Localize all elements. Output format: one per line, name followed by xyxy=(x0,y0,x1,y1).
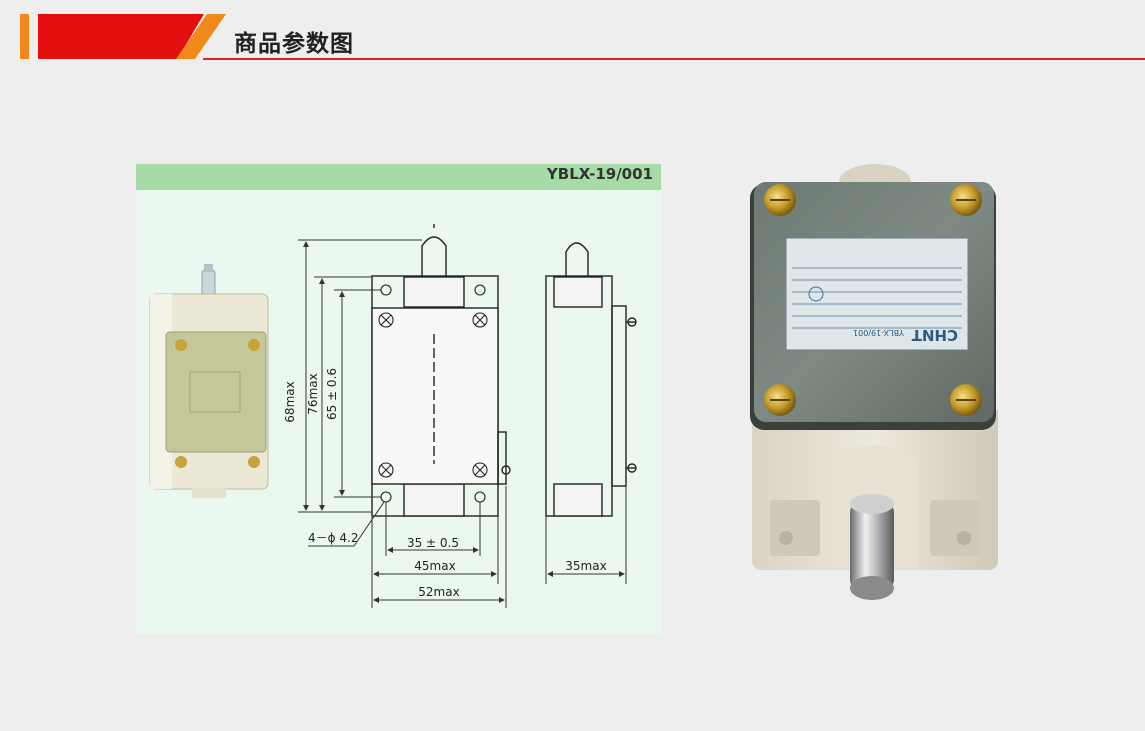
section-title: 商品参数图 xyxy=(234,31,354,57)
header-red-block xyxy=(38,14,204,59)
dim-body-height: 76max xyxy=(306,373,320,414)
dim-mounting-holes: 4－ϕ 4.2 xyxy=(308,531,358,545)
diagram-model-label: YBLX-19/001 xyxy=(546,165,653,183)
dim-overall-height: 68max xyxy=(283,381,297,422)
dimension-diagram: 68max 76max 65 ± 0.6 35 ± 0.5 45max 52ma… xyxy=(136,164,661,634)
nameplate-model: YBLX-19/001 xyxy=(853,328,905,337)
product-photo: CHNT YBLX-19/001 xyxy=(740,160,1010,610)
header-orange-bar xyxy=(20,14,29,59)
dim-depth: 35max xyxy=(565,559,606,573)
dim-inner-width: 45max xyxy=(414,559,455,573)
front-view xyxy=(371,224,511,517)
cover-screws xyxy=(764,184,982,416)
dim-vertical-hole-spacing: 65 ± 0.6 xyxy=(325,368,339,420)
nameplate-brand: CHNT xyxy=(911,326,958,344)
dimension-lines xyxy=(298,239,627,608)
side-view xyxy=(545,242,637,517)
header-divider xyxy=(203,58,1145,60)
dim-horizontal-hole-spacing: 35 ± 0.5 xyxy=(407,536,459,550)
metal-plunger xyxy=(850,494,894,600)
small-product-photo xyxy=(149,264,269,498)
diagram-header-band xyxy=(136,164,661,190)
section-header: 商品参数图 xyxy=(0,0,1145,62)
dim-outer-width: 52max xyxy=(418,585,459,599)
nameplate xyxy=(785,237,969,351)
diagram-drawing: 68max 76max 65 ± 0.6 35 ± 0.5 45max 52ma… xyxy=(136,164,661,634)
